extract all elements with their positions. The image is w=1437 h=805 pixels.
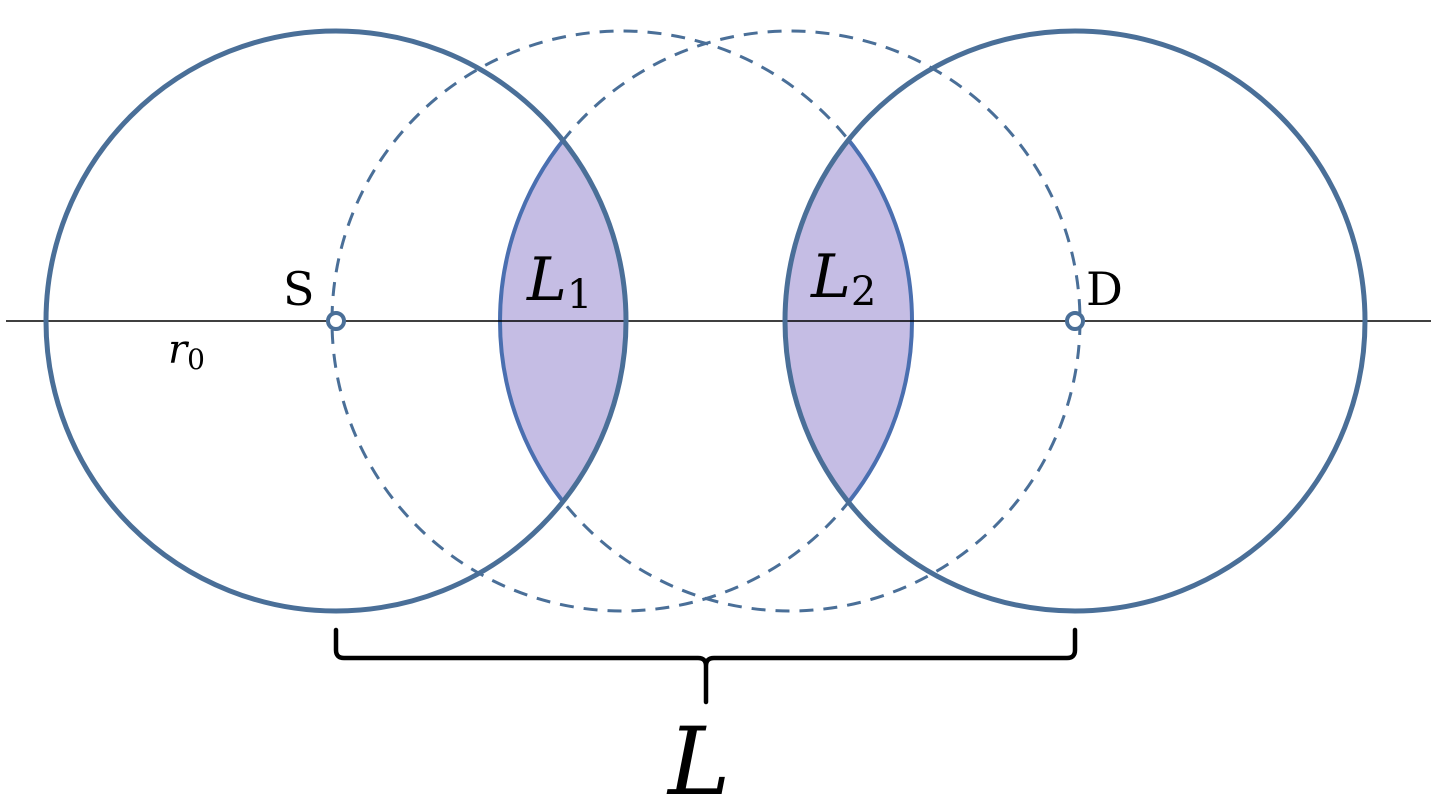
lens-1-label-sub: 1 [567,272,592,318]
lens-1-label-main: L [526,245,567,315]
destination-node [1065,311,1085,331]
lens-2-label: L2 [810,242,876,315]
distance-brace [333,627,1078,705]
lens-1-label: L1 [526,245,592,318]
distance-label: L [666,708,730,805]
source-label: S [283,262,315,316]
source-node [326,311,346,331]
source-circle [43,28,629,614]
lens-2-label-sub: 2 [851,269,876,315]
radius-label-sub: 0 [187,343,205,376]
destination-label: D [1086,262,1123,316]
lens-2-label-main: L [810,242,851,312]
radius-label-main: r [168,327,190,373]
radius-label: r0 [168,327,205,376]
destination-circle [782,28,1368,614]
